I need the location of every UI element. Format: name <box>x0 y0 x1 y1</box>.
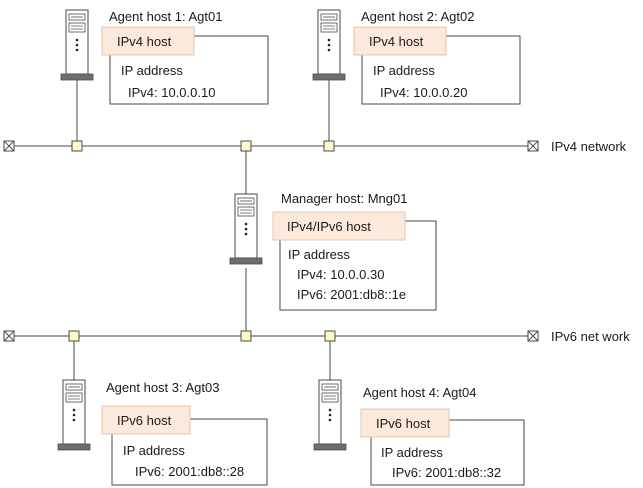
host-agt03: Agent host 3: Agt03 IPv6 host IP address… <box>101 380 268 486</box>
host-title: Agent host 1: Agt01 <box>109 9 222 24</box>
host-agt01: Agent host 1: Agt01 IPv4 host IP address… <box>101 9 269 105</box>
junction-agt01 <box>71 140 83 152</box>
ipv4-address: IPv4: 10.0.0.10 <box>128 85 215 100</box>
junction-agt04 <box>324 330 336 342</box>
host-type-label: IPv4 host <box>117 34 172 49</box>
server-icon <box>57 379 91 451</box>
host-agt02: Agent host 2: Agt02 IPv4 host IP address… <box>353 9 521 105</box>
host-type-label: IPv6 host <box>376 416 431 431</box>
host-title: Agent host 4: Agt04 <box>363 385 476 400</box>
junction-mng01-ipv6 <box>240 330 252 342</box>
host-type-label: IPv4 host <box>369 34 424 49</box>
ipv6-address: IPv6: 2001:db8::28 <box>135 464 244 479</box>
ip-heading: IP address <box>381 445 443 460</box>
host-type-badge <box>272 211 406 241</box>
host-type-label: IPv6 host <box>117 413 172 428</box>
junction-mng01-ipv4 <box>240 140 252 152</box>
x-box-icon <box>3 140 15 152</box>
x-box-icon <box>527 330 539 342</box>
ipv6-address: IPv6: 2001:db8::32 <box>392 465 501 480</box>
ipv4-address: IPv4: 10.0.0.30 <box>297 267 384 282</box>
host-mng01: Manager host: Mng01 IPv4/IPv6 host IP ad… <box>272 191 437 311</box>
ip-heading: IP address <box>373 63 435 78</box>
ip-heading: IP address <box>123 443 185 458</box>
ipv4-network-label: IPv4 network <box>551 139 627 154</box>
host-type-badge <box>101 405 191 435</box>
host-title: Agent host 3: Agt03 <box>106 380 219 395</box>
ipv6-address: IPv6: 2001:db8::1e <box>297 287 406 302</box>
ipv6-network-label: IPv6 net work <box>551 329 630 344</box>
server-icon <box>312 9 346 81</box>
host-agt04: Agent host 4: Agt04 IPv6 host IP address… <box>360 385 525 486</box>
host-type-badge <box>101 26 195 56</box>
x-box-icon <box>527 140 539 152</box>
ipv4-address: IPv4: 10.0.0.20 <box>380 85 467 100</box>
junction-agt03 <box>68 330 80 342</box>
ip-heading: IP address <box>288 247 350 262</box>
junction-agt02 <box>323 140 335 152</box>
host-type-badge <box>360 408 450 438</box>
x-box-icon <box>3 330 15 342</box>
server-icon <box>60 9 94 81</box>
host-type-badge <box>353 26 447 56</box>
ip-heading: IP address <box>121 63 183 78</box>
host-title: Agent host 2: Agt02 <box>361 9 474 24</box>
server-icon <box>229 193 263 265</box>
server-icon <box>313 379 347 451</box>
host-title: Manager host: Mng01 <box>281 191 407 206</box>
host-type-label: IPv4/IPv6 host <box>287 219 371 234</box>
